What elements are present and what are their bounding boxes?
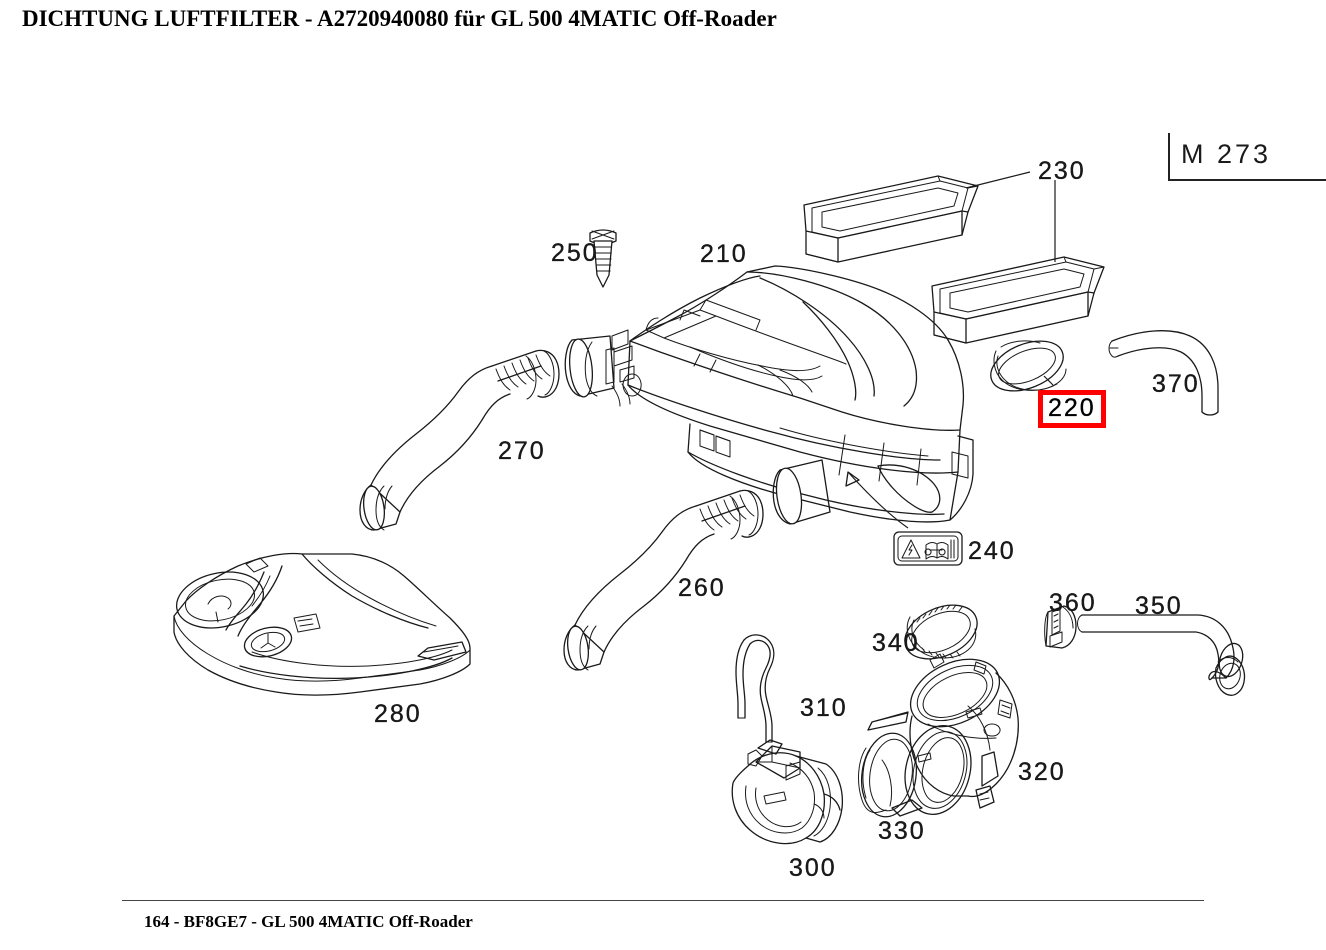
leader-230-upper [965, 171, 1031, 189]
part-310-retaining-clip [735, 634, 775, 743]
part-320-air-intake-elbow [867, 653, 1019, 817]
part-230-filter-element-upper [803, 175, 979, 263]
callout-370[interactable]: 370 [1152, 370, 1200, 398]
part-230-filter-element-lower [931, 256, 1105, 344]
callout-360[interactable]: 360 [1049, 589, 1097, 617]
page-title: DICHTUNG LUFTFILTER - A2720940080 für GL… [22, 6, 777, 31]
callout-350[interactable]: 350 [1135, 592, 1183, 620]
part-260-intake-duct [563, 489, 764, 671]
module-tag-label: M 273 [1181, 139, 1272, 169]
footer-caption: 164 - BF8GE7 - GL 500 4MATIC Off-Roader [144, 912, 473, 931]
footer-divider [122, 900, 1204, 901]
callout-320[interactable]: 320 [1018, 758, 1066, 786]
callout-310[interactable]: 310 [800, 694, 848, 722]
callout-240[interactable]: 240 [968, 537, 1016, 565]
part-350-breather-hose [1077, 614, 1246, 696]
callout-300[interactable]: 300 [789, 854, 837, 882]
callout-330[interactable]: 330 [878, 817, 926, 845]
part-370-vent-hose [1108, 330, 1219, 416]
part-300-mass-air-flow-sensor [731, 739, 844, 845]
callout-250[interactable]: 250 [551, 239, 599, 267]
part-210-air-filter-housing [564, 265, 974, 525]
callout-280[interactable]: 280 [374, 700, 422, 728]
part-270-intake-duct [359, 349, 560, 531]
callout-340[interactable]: 340 [872, 629, 920, 657]
leader-220 [1043, 375, 1054, 386]
part-240-warning-sticker [845, 471, 963, 566]
part-360-hose-clip [1044, 605, 1077, 649]
part-280-engine-cover [173, 552, 471, 696]
part-330-seal-ring [858, 732, 918, 818]
part-220-gasket-ring [990, 340, 1067, 392]
callout-230[interactable]: 230 [1038, 157, 1086, 185]
callout-270[interactable]: 270 [498, 437, 546, 465]
part-340-clamp-ring [904, 604, 978, 660]
callout-210[interactable]: 210 [700, 240, 748, 268]
callout-220[interactable]: 220 [1038, 390, 1106, 429]
part-250-screw [589, 229, 617, 288]
module-tag-box [1168, 133, 1326, 181]
callout-260[interactable]: 260 [678, 574, 726, 602]
